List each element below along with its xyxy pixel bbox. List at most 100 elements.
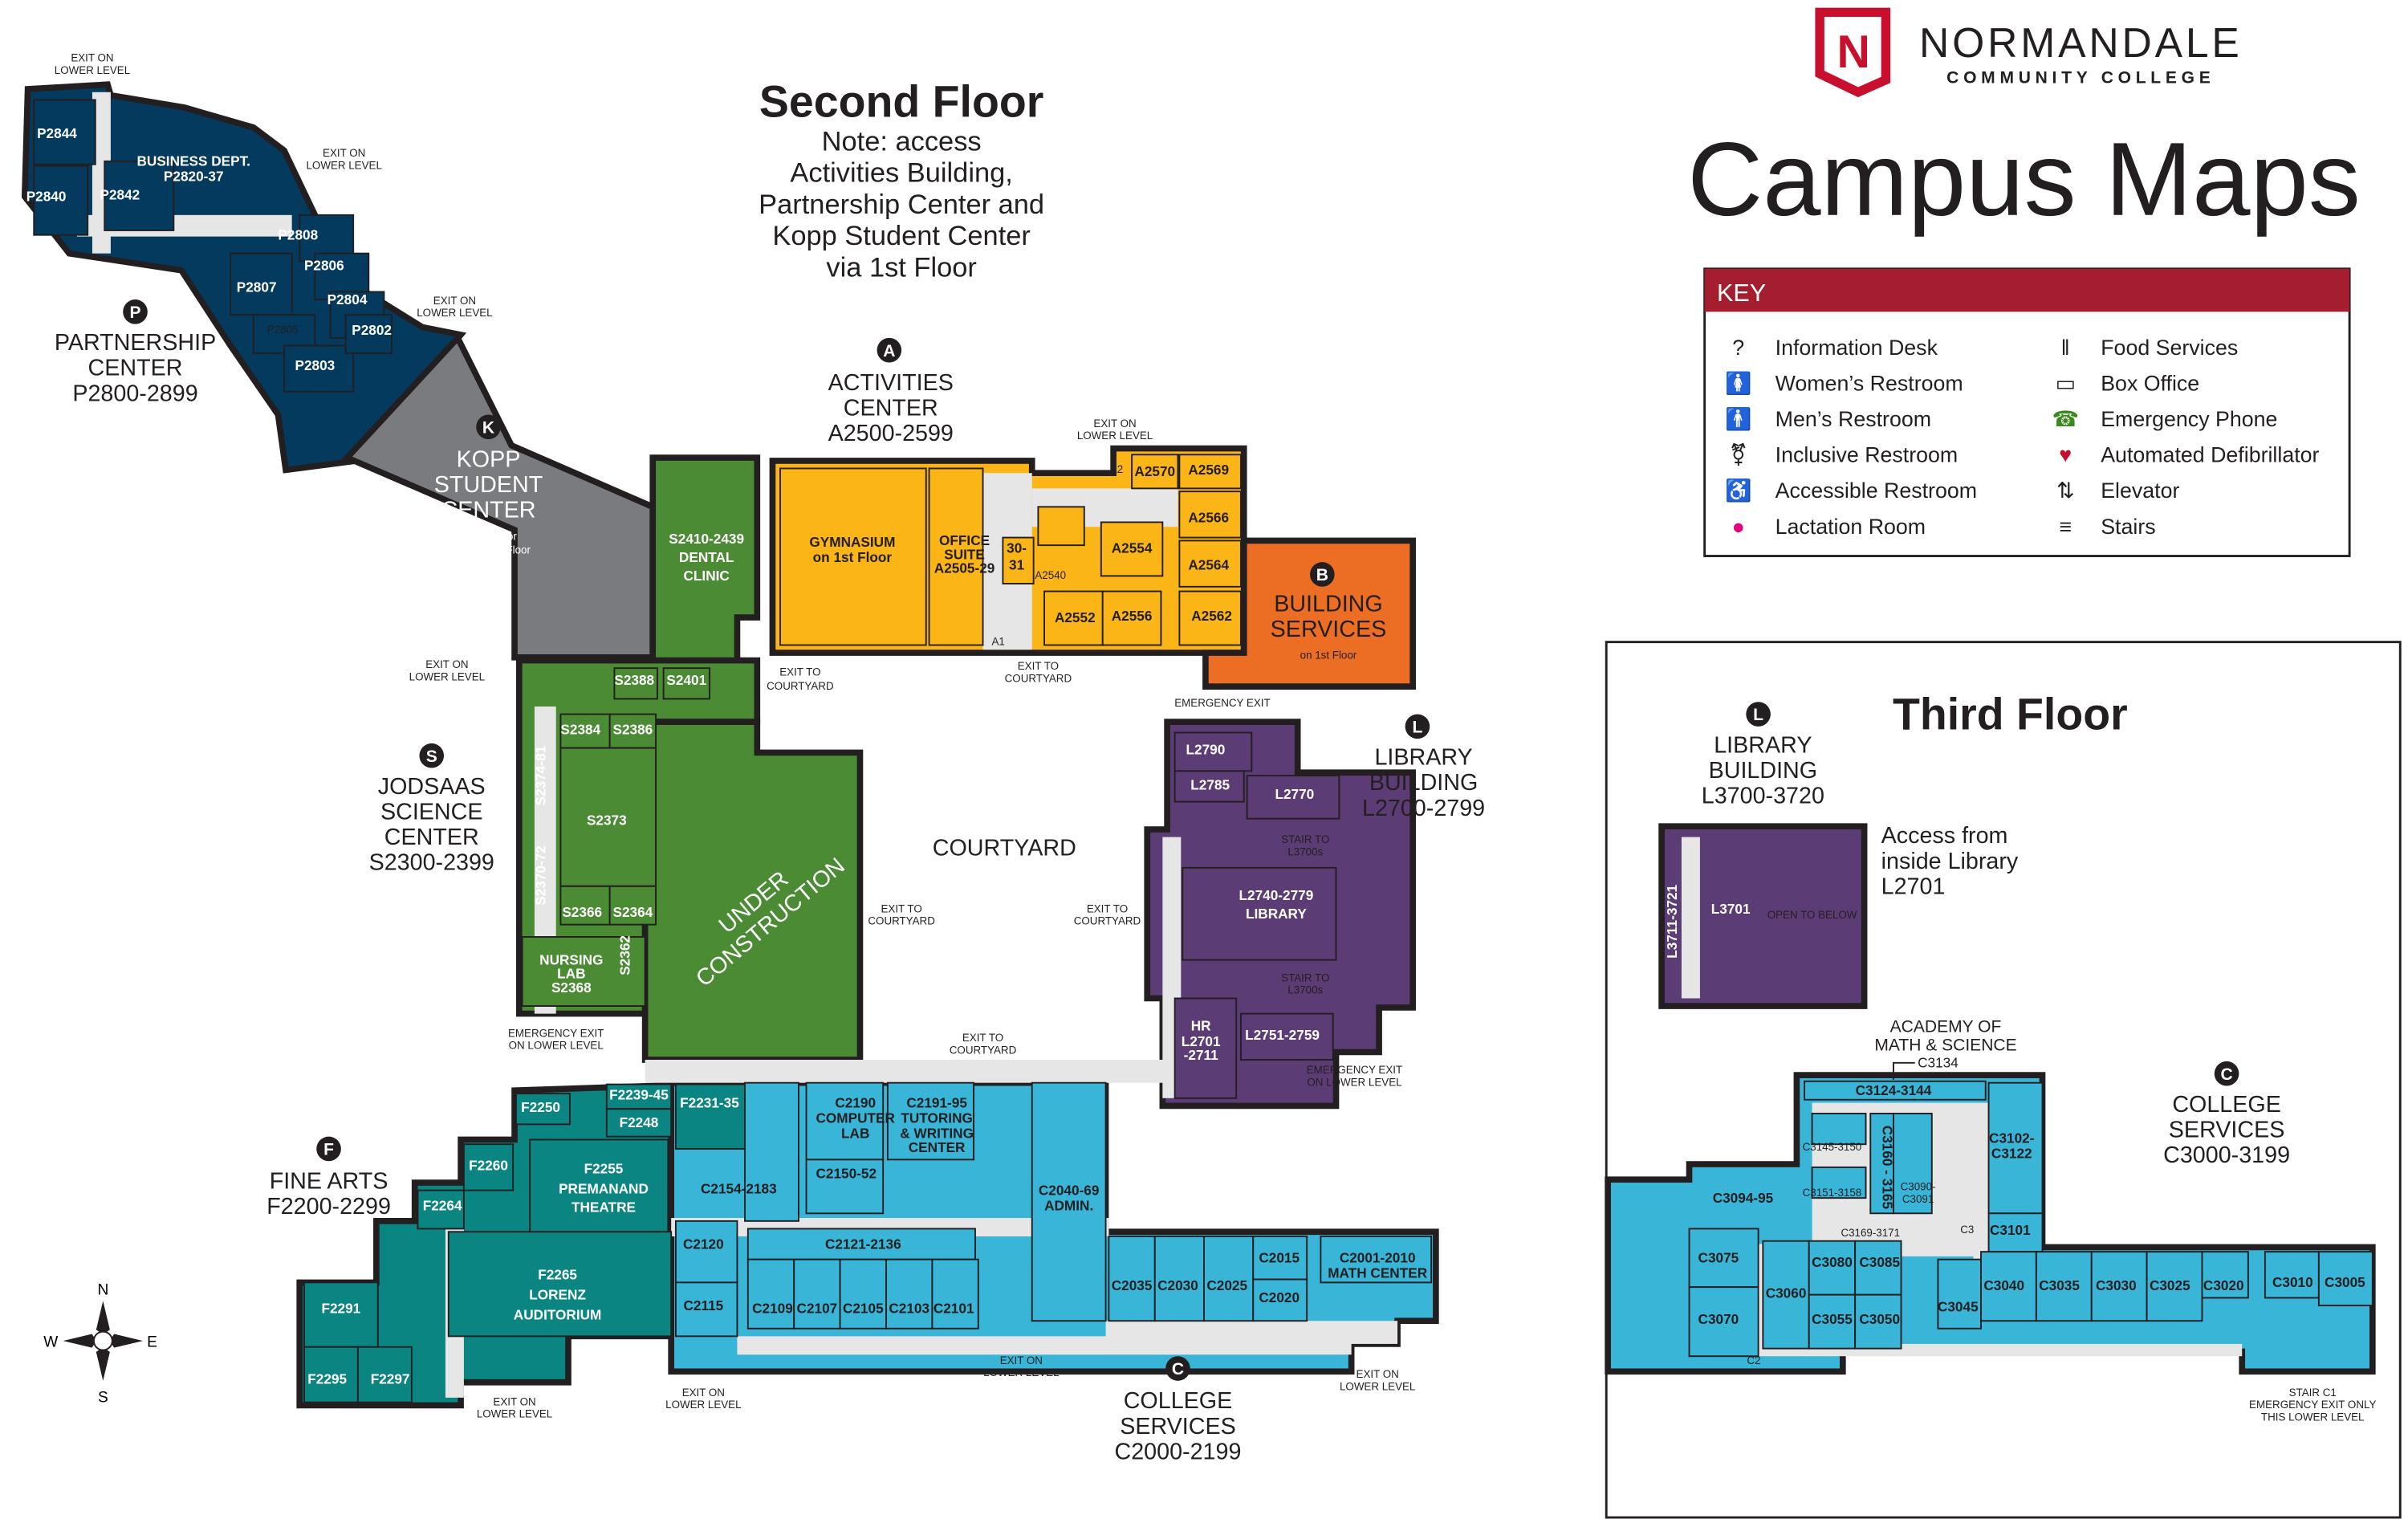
room-label: C3090- <box>1901 1181 1936 1193</box>
room-label: STAIR TO <box>1281 833 1329 845</box>
room-label: -2711 <box>1184 1047 1218 1063</box>
room-label: AUDITORIUM <box>514 1306 602 1322</box>
map-annotation: EXIT ON <box>1357 1368 1399 1380</box>
building-name: SERVICES <box>2169 1118 2285 1143</box>
room-outline <box>746 1258 795 1330</box>
lactation-room-icon: ● <box>1732 515 1745 539</box>
key-item-label: Automated Defibrillator <box>2101 443 2319 467</box>
room-outline <box>33 99 96 165</box>
room-outline <box>1937 1258 1982 1330</box>
room-outline <box>1203 1236 1255 1322</box>
map-annotation: COURTYARD <box>950 1044 1017 1056</box>
room-outline <box>662 667 710 700</box>
building-name: LIBRARY <box>1714 732 1812 758</box>
room-outline <box>1178 454 1242 490</box>
key-header <box>1704 268 2350 312</box>
room-label: STAIR C1 <box>2289 1387 2337 1399</box>
second-floor-note: Partnership Center and <box>759 189 1044 220</box>
room-label: 31 <box>1009 557 1025 573</box>
room-outline <box>931 1258 979 1330</box>
room-outline <box>104 160 175 231</box>
room-label: C3060 <box>1766 1285 1807 1301</box>
room-label: P2806 <box>304 258 344 274</box>
building-letter: L <box>1753 706 1763 724</box>
room-outline <box>608 713 657 749</box>
room-outline <box>1101 590 1162 646</box>
room-label: S2401 <box>666 672 706 688</box>
information-desk-icon: ? <box>1732 336 1744 360</box>
academy-label: MATH & SCIENCE <box>1874 1036 2016 1055</box>
room-outline <box>1182 866 1337 961</box>
room-label: LAB <box>841 1126 869 1142</box>
building-letter: P <box>130 303 141 322</box>
stairs-icon: ≡ <box>2059 515 2072 539</box>
second-floor-title: Second Floor <box>759 76 1043 126</box>
room-outline <box>559 713 611 749</box>
room-label: C3169-3171 <box>1841 1227 1900 1239</box>
room-label: C3030 <box>2096 1277 2137 1293</box>
map-annotation: LOWER LEVEL <box>409 670 485 682</box>
room-label: C2101 <box>934 1301 974 1317</box>
building-name: C2000-2199 <box>1115 1439 1242 1464</box>
room-outline <box>1178 540 1242 588</box>
map-annotation: EXIT TO <box>962 1032 1003 1044</box>
defibrillator-icon: ♥ <box>2059 443 2072 467</box>
building-letter-badge <box>419 743 445 768</box>
building-letter-badge <box>1746 702 1771 727</box>
room-label: C3085 <box>1859 1254 1900 1270</box>
room-label: F2264 <box>423 1197 462 1213</box>
room-label: STAIR TO <box>1281 971 1329 983</box>
second-floor-note: via 1st Floor <box>826 252 976 283</box>
third-floor-panel <box>1605 641 2402 1519</box>
room-label: C3102- <box>1989 1130 2035 1146</box>
building-letter: B <box>1316 566 1328 584</box>
building-name: SERVICES <box>1271 617 1387 642</box>
building-letter-badge <box>877 337 902 363</box>
key-item-label: Accessible Restroom <box>1775 479 1977 503</box>
building-name: COLLEGE <box>1124 1388 1233 1414</box>
room-outline <box>2201 1251 2249 1299</box>
room-outline <box>515 1093 571 1126</box>
compass-rose: N S E W <box>43 1282 157 1407</box>
room-label: OPEN TO BELOW <box>1767 909 1857 921</box>
building-letter: C <box>1172 1360 1184 1379</box>
room-label: THIS LOWER LEVEL <box>2261 1411 2365 1423</box>
logo-emblem <box>1815 7 1891 98</box>
key-item-label: Lactation Room <box>1775 515 1926 539</box>
logo-emblem-letter: N <box>1837 26 1869 78</box>
map-annotation: COURTYARD <box>1074 915 1141 927</box>
room-label: C3010 <box>2272 1274 2313 1290</box>
map-annotation: LOWER LEVEL <box>417 307 492 319</box>
room-label: F2255 <box>584 1161 624 1177</box>
room-label: A2570 <box>1134 463 1175 479</box>
building-name: S2300-2399 <box>369 850 494 876</box>
room-outline <box>1320 1236 1433 1284</box>
map-annotation: EXIT ON <box>425 658 468 670</box>
room-label: S2370-72 <box>532 845 548 906</box>
room-label: EMERGENCY EXIT ONLY <box>2249 1399 2376 1411</box>
room-label: F2291 <box>321 1301 360 1317</box>
room-label: L2701 <box>1182 1033 1221 1049</box>
key-item-label: Men’s Restroom <box>1775 407 1931 431</box>
map-annotation: LOWER LEVEL <box>665 1399 741 1411</box>
room-label: C2120 <box>683 1236 724 1252</box>
room-label: C2107 <box>797 1301 838 1317</box>
room-label: C3101 <box>1990 1222 2031 1238</box>
map-annotation: EXIT TO <box>881 902 921 914</box>
building-name: COLLEGE <box>2172 1092 2281 1118</box>
building-name: L3700-3720 <box>1702 784 1824 809</box>
corridor <box>645 1060 1168 1083</box>
room-label: S2388 <box>614 672 654 688</box>
key-item-label: Inclusive Restroom <box>1775 443 1959 467</box>
room-label: P2805 <box>267 324 299 336</box>
room-outline <box>1893 1113 1933 1215</box>
map-annotation: COURTYARD <box>868 915 935 927</box>
room-outline <box>2090 1251 2148 1322</box>
room-label: C3055 <box>1812 1311 1853 1327</box>
room-label: P2807 <box>237 279 277 295</box>
room-outline <box>1043 590 1104 646</box>
building-letter: S <box>426 747 437 766</box>
